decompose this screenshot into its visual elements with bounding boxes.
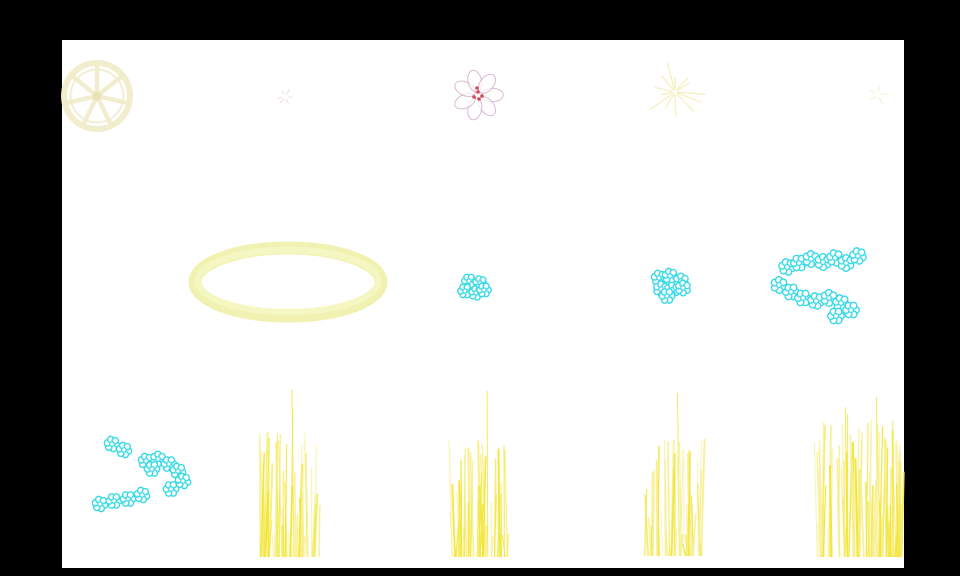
grass-tuft-1: [258, 388, 321, 558]
grass-tuft-4: [813, 396, 905, 558]
cyan-flower-cluster-right: [770, 247, 867, 325]
grass-tuft-3: [643, 392, 706, 557]
starburst-stamp: [649, 62, 707, 117]
cyan-flower-cluster-mid: [650, 267, 691, 304]
tiny-sparkle-stamp: [277, 89, 293, 105]
grass-tuft-2: [448, 390, 510, 558]
faint-sparkle-stamp: [869, 86, 888, 104]
blossom-stamp: [454, 69, 504, 121]
cyan-flower-cluster-bottom-left: [91, 435, 192, 513]
wheel-flower-stamp: [61, 60, 133, 132]
yellow-ring-stroke: [188, 241, 388, 323]
cyan-flower-cluster-small: [457, 273, 492, 301]
